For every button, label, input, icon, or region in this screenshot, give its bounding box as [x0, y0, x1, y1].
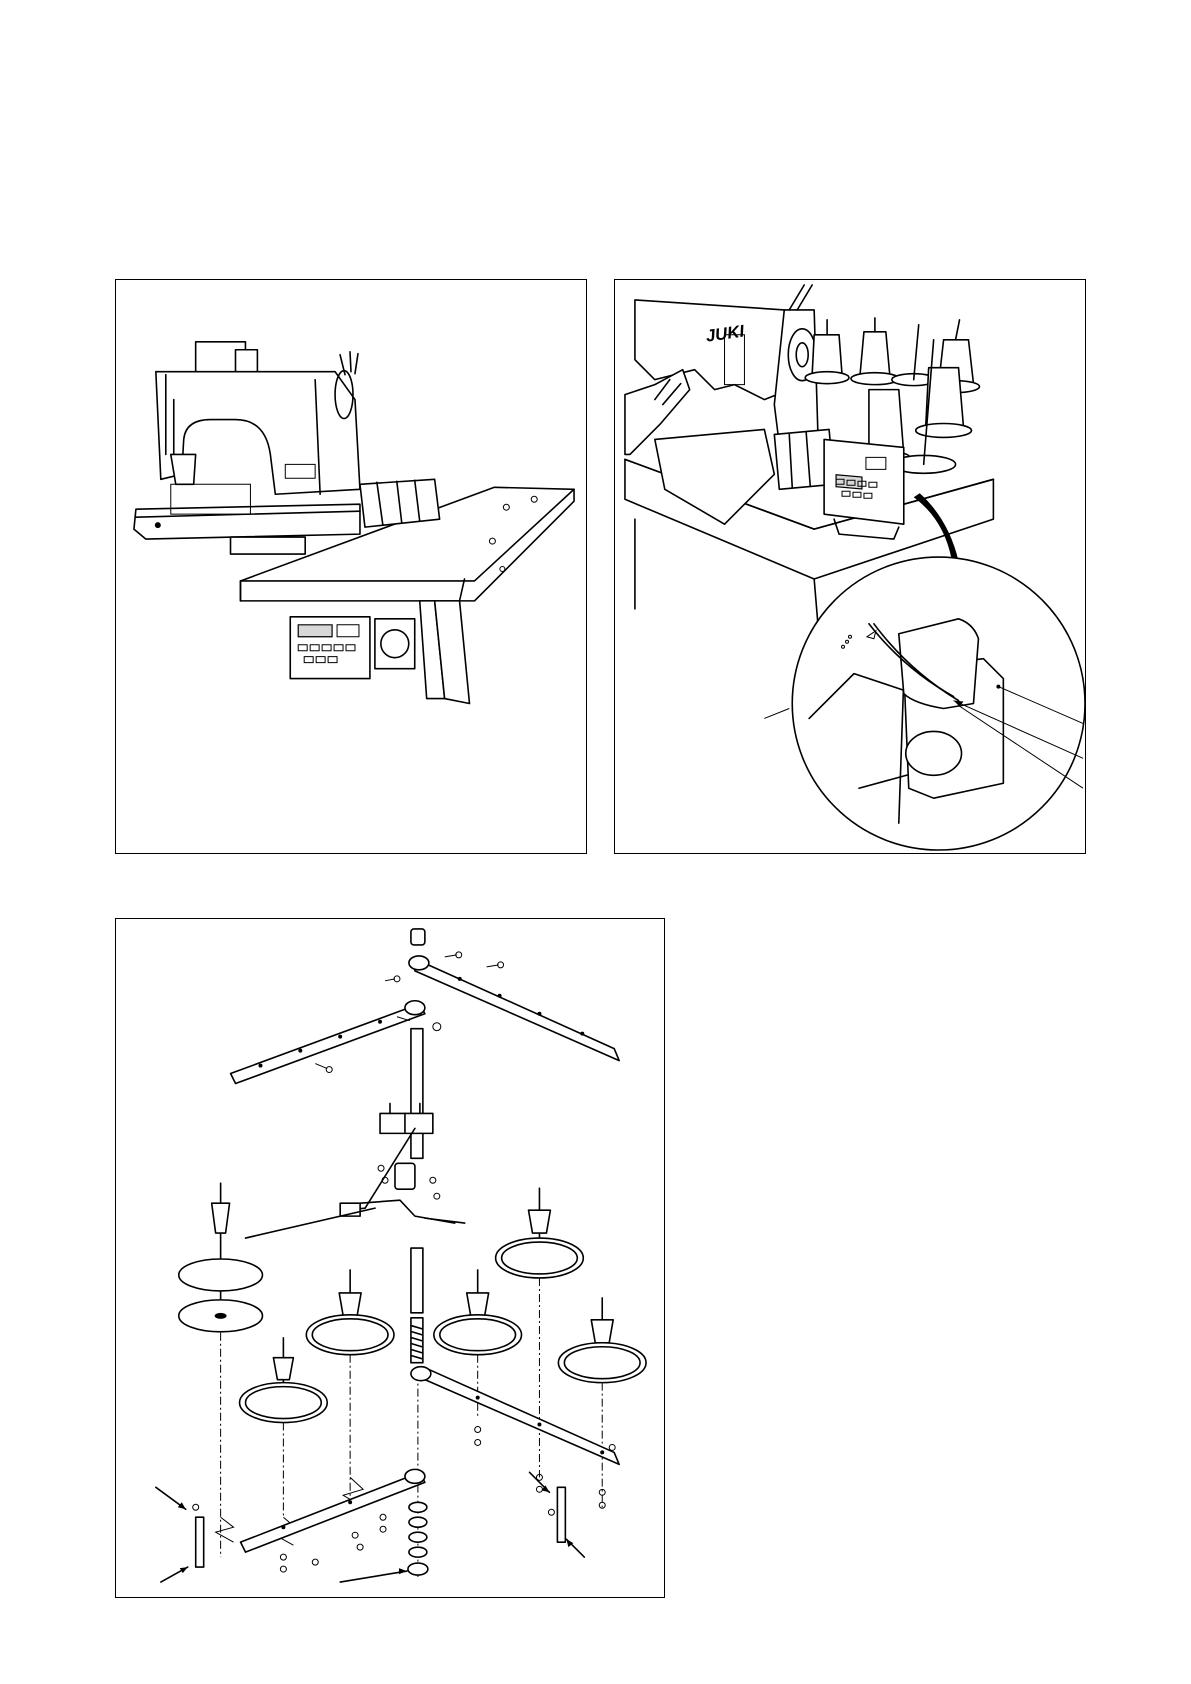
operator-and-control-panel-illustration: JUKI: [615, 280, 1085, 853]
thread-stand-exploded-diagram: [116, 919, 664, 1597]
figure-operator-with-thread-stand: JUKI: [614, 279, 1086, 854]
figure-machine-on-table: [115, 279, 587, 854]
figure-thread-stand-exploded-view: [115, 918, 665, 1598]
sewing-machine-on-table-illustration: [116, 280, 586, 853]
lower-arm-left: [241, 1472, 425, 1552]
upper-arm-right: [415, 959, 619, 1061]
upper-pole: [411, 1029, 423, 1159]
upper-arm-left: [231, 1004, 425, 1084]
